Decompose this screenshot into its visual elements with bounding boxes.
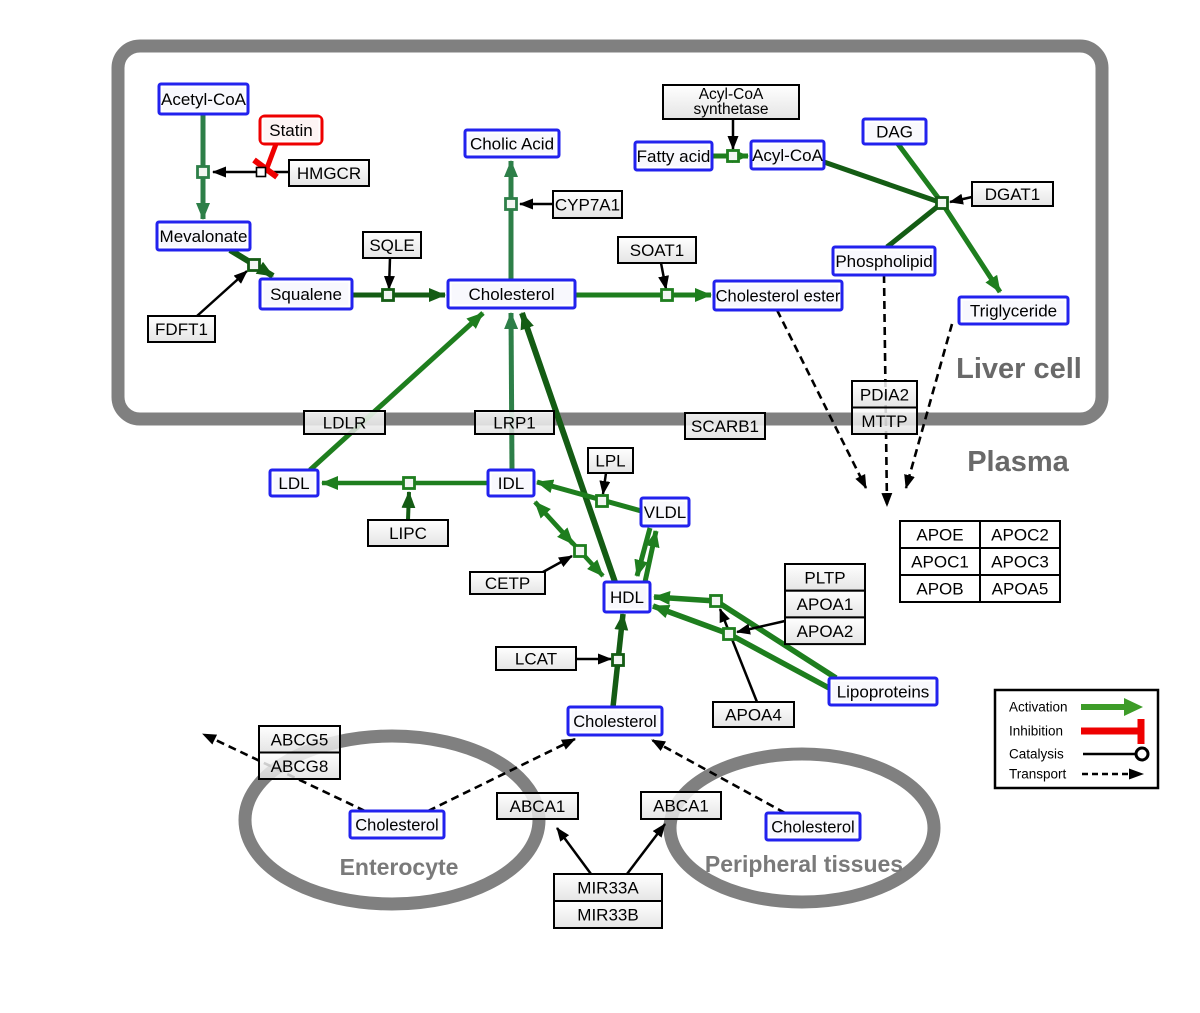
svg-text:LRP1: LRP1 bbox=[493, 414, 536, 433]
svg-text:Acyl-CoA: Acyl-CoA bbox=[752, 146, 824, 165]
svg-text:ABCG5: ABCG5 bbox=[271, 730, 329, 749]
svg-text:Cholic Acid: Cholic Acid bbox=[470, 135, 554, 154]
svg-text:Mevalonate: Mevalonate bbox=[160, 227, 248, 246]
svg-text:MIR33B: MIR33B bbox=[577, 906, 638, 925]
svg-text:DGAT1: DGAT1 bbox=[985, 185, 1040, 204]
svg-text:Plasma: Plasma bbox=[967, 446, 1069, 478]
svg-text:synthetase: synthetase bbox=[694, 101, 769, 118]
svg-text:APOB: APOB bbox=[916, 580, 963, 599]
svg-text:Transport: Transport bbox=[1009, 767, 1067, 782]
svg-text:ABCA1: ABCA1 bbox=[653, 797, 709, 816]
svg-text:SQLE: SQLE bbox=[369, 236, 414, 255]
svg-text:PDIA2: PDIA2 bbox=[860, 385, 909, 404]
svg-text:Catalysis: Catalysis bbox=[1009, 747, 1064, 762]
svg-text:Enterocyte: Enterocyte bbox=[340, 854, 459, 880]
svg-text:APOA4: APOA4 bbox=[725, 706, 782, 725]
svg-text:Statin: Statin bbox=[269, 121, 312, 140]
svg-text:APOC2: APOC2 bbox=[991, 526, 1049, 545]
svg-text:Acetyl-CoA: Acetyl-CoA bbox=[161, 90, 247, 109]
svg-text:ABCG8: ABCG8 bbox=[271, 757, 329, 776]
svg-text:Cholesterol: Cholesterol bbox=[573, 713, 656, 731]
svg-text:Inhibition: Inhibition bbox=[1009, 724, 1063, 739]
svg-text:Activation: Activation bbox=[1009, 700, 1068, 715]
svg-text:Cholesterol ester: Cholesterol ester bbox=[716, 288, 841, 306]
svg-text:Cholesterol: Cholesterol bbox=[469, 285, 555, 304]
svg-text:Lipoproteins: Lipoproteins bbox=[837, 683, 930, 702]
svg-text:APOA5: APOA5 bbox=[992, 580, 1049, 599]
svg-text:LPL: LPL bbox=[595, 452, 625, 471]
svg-text:Peripheral tissues: Peripheral tissues bbox=[705, 851, 903, 877]
svg-text:APOE: APOE bbox=[916, 526, 963, 545]
svg-text:HMGCR: HMGCR bbox=[297, 164, 361, 183]
svg-text:LDL: LDL bbox=[278, 474, 309, 493]
svg-text:Liver cell: Liver cell bbox=[956, 353, 1082, 385]
svg-text:Cholesterol: Cholesterol bbox=[355, 817, 438, 835]
svg-text:Fatty acid: Fatty acid bbox=[637, 147, 711, 166]
svg-text:CETP: CETP bbox=[485, 574, 530, 593]
svg-text:Triglyceride: Triglyceride bbox=[970, 302, 1057, 321]
svg-text:CYP7A1: CYP7A1 bbox=[555, 196, 620, 215]
svg-text:FDFT1: FDFT1 bbox=[155, 320, 208, 339]
svg-text:IDL: IDL bbox=[498, 474, 524, 493]
svg-text:MIR33A: MIR33A bbox=[577, 879, 639, 898]
svg-text:PLTP: PLTP bbox=[804, 568, 845, 587]
svg-text:LCAT: LCAT bbox=[515, 650, 557, 669]
svg-text:VLDL: VLDL bbox=[644, 503, 687, 522]
svg-text:SOAT1: SOAT1 bbox=[630, 241, 684, 260]
svg-text:LDLR: LDLR bbox=[323, 414, 366, 433]
svg-text:ABCA1: ABCA1 bbox=[510, 797, 566, 816]
svg-text:APOA2: APOA2 bbox=[797, 622, 854, 641]
svg-text:APOA1: APOA1 bbox=[797, 595, 854, 614]
svg-text:SCARB1: SCARB1 bbox=[691, 417, 759, 436]
svg-text:APOC3: APOC3 bbox=[991, 553, 1049, 572]
svg-text:Phospholipid: Phospholipid bbox=[835, 252, 932, 271]
svg-text:MTTP: MTTP bbox=[861, 412, 907, 431]
svg-text:Acyl-CoA: Acyl-CoA bbox=[699, 86, 764, 103]
svg-text:Squalene: Squalene bbox=[270, 285, 342, 304]
svg-text:DAG: DAG bbox=[876, 123, 913, 142]
svg-text:LIPC: LIPC bbox=[389, 524, 427, 543]
svg-text:APOC1: APOC1 bbox=[911, 553, 969, 572]
svg-text:HDL: HDL bbox=[610, 588, 644, 607]
svg-text:Cholesterol: Cholesterol bbox=[771, 819, 854, 837]
